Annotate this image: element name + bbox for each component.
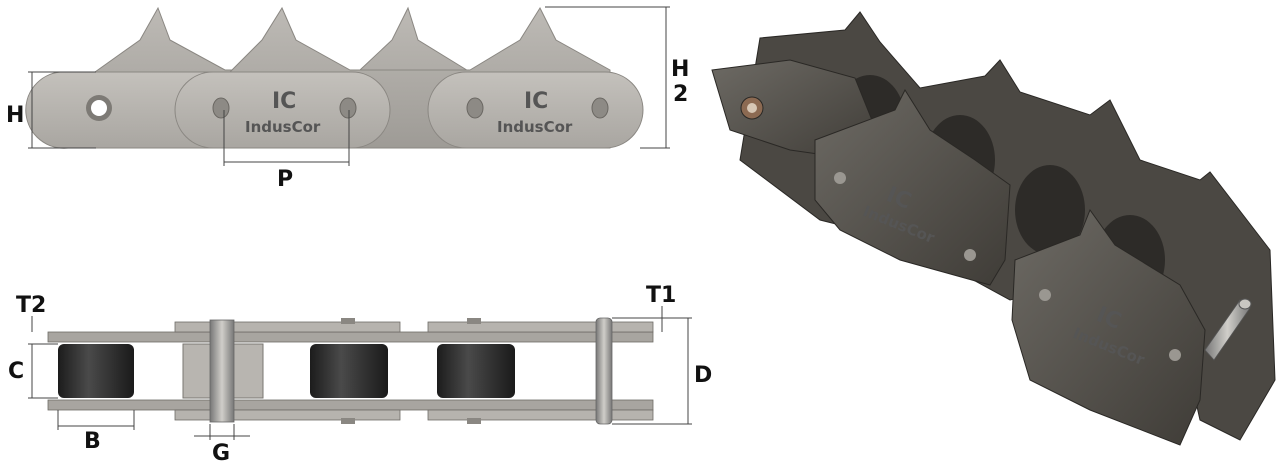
logo-mark-2: IC [524,89,548,114]
top-view: T2 C B G T1 D [8,283,712,466]
dim-label-P: P [277,167,293,192]
dim-label-G: G [212,441,230,466]
roller-3 [310,344,388,398]
logo-text-2: IndusCor [497,118,573,136]
isometric-view: IC IndusCor IC IndusCor [711,11,1276,446]
dim-label-H2-top: H [671,57,689,82]
dim-label-H: H [6,103,24,128]
dim-label-H2-bottom: 2 [673,82,688,107]
end-pin [595,317,613,425]
roller-4 [437,344,515,398]
dim-label-C: C [8,359,24,384]
roller-1 [58,344,134,398]
inner-plate-2 [427,71,644,149]
dim-label-T2: T2 [16,293,46,318]
dim-label-D: D [694,363,712,388]
dim-label-T1: T1 [646,283,676,308]
logo-mark-1: IC [272,89,296,114]
end-plate-left [25,71,216,149]
dim-label-B: B [84,429,101,454]
logo-text-1: IndusCor [245,118,321,136]
side-view: IC IndusCor IC IndusCor H H 2 P [6,6,689,192]
inner-plate-1 [174,71,391,149]
